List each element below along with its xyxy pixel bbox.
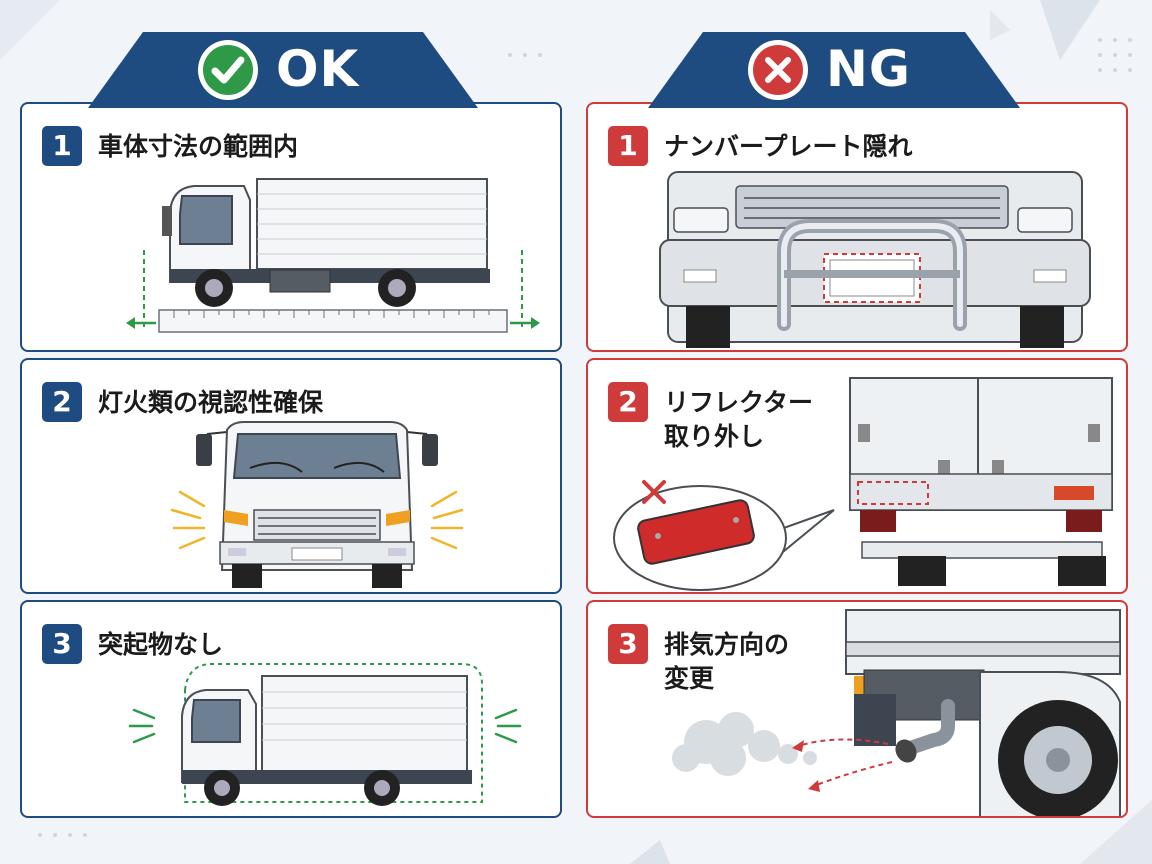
ok-panel-1: 1 車体寸法の範囲内: [20, 102, 562, 352]
truck-side-dimension-illustration: [126, 178, 540, 333]
ok-panel-2: 2 灯火類の視認性確保: [20, 358, 562, 594]
cross-circle-icon: [748, 40, 808, 100]
ng-item-3-number: 3: [608, 624, 648, 664]
ng-panel-2: 2 リフレクター 取り外し: [586, 358, 1128, 594]
exhaust-direction-changed-illustration: [672, 609, 1121, 816]
ok-item-1-number: 1: [42, 126, 82, 166]
ng-header: NG: [648, 32, 1020, 108]
ng-panel-3: 3 排気方向の 変更: [586, 600, 1128, 818]
ng-item-1-number: 1: [608, 126, 648, 166]
truck-front-lights-illustration: [170, 421, 464, 588]
ng-item-2-number: 2: [608, 382, 648, 422]
plate-hidden-by-bumper-guard-illustration: [659, 171, 1091, 348]
ok-panel-3: 3 突起物なし: [20, 600, 562, 818]
ng-header-banner: [648, 32, 1020, 108]
truck-no-protrusion-illustration: [128, 663, 522, 806]
ok-item-2-title: 灯火類の視認性確保: [98, 388, 324, 417]
reflector-removed-illustration: [613, 377, 1113, 591]
ng-item-2-title: リフレクター 取り外し: [664, 388, 814, 451]
ng-label: NG: [826, 40, 911, 98]
ok-header: OK: [88, 32, 478, 108]
ok-header-banner: [88, 32, 478, 108]
ok-item-3-title: 突起物なし: [98, 630, 224, 659]
ok-label: OK: [276, 40, 360, 98]
ok-item-2-number: 2: [42, 382, 82, 422]
ng-panel-1: 1 ナンバープレート隠れ: [586, 102, 1128, 352]
ng-item-3-title: 排気方向の 変更: [664, 630, 790, 693]
ok-item-3-number: 3: [42, 624, 82, 664]
ok-item-1-title: 車体寸法の範囲内: [98, 132, 299, 161]
check-circle-icon: [198, 40, 258, 100]
ng-item-1-title: ナンバープレート隠れ: [664, 132, 913, 161]
